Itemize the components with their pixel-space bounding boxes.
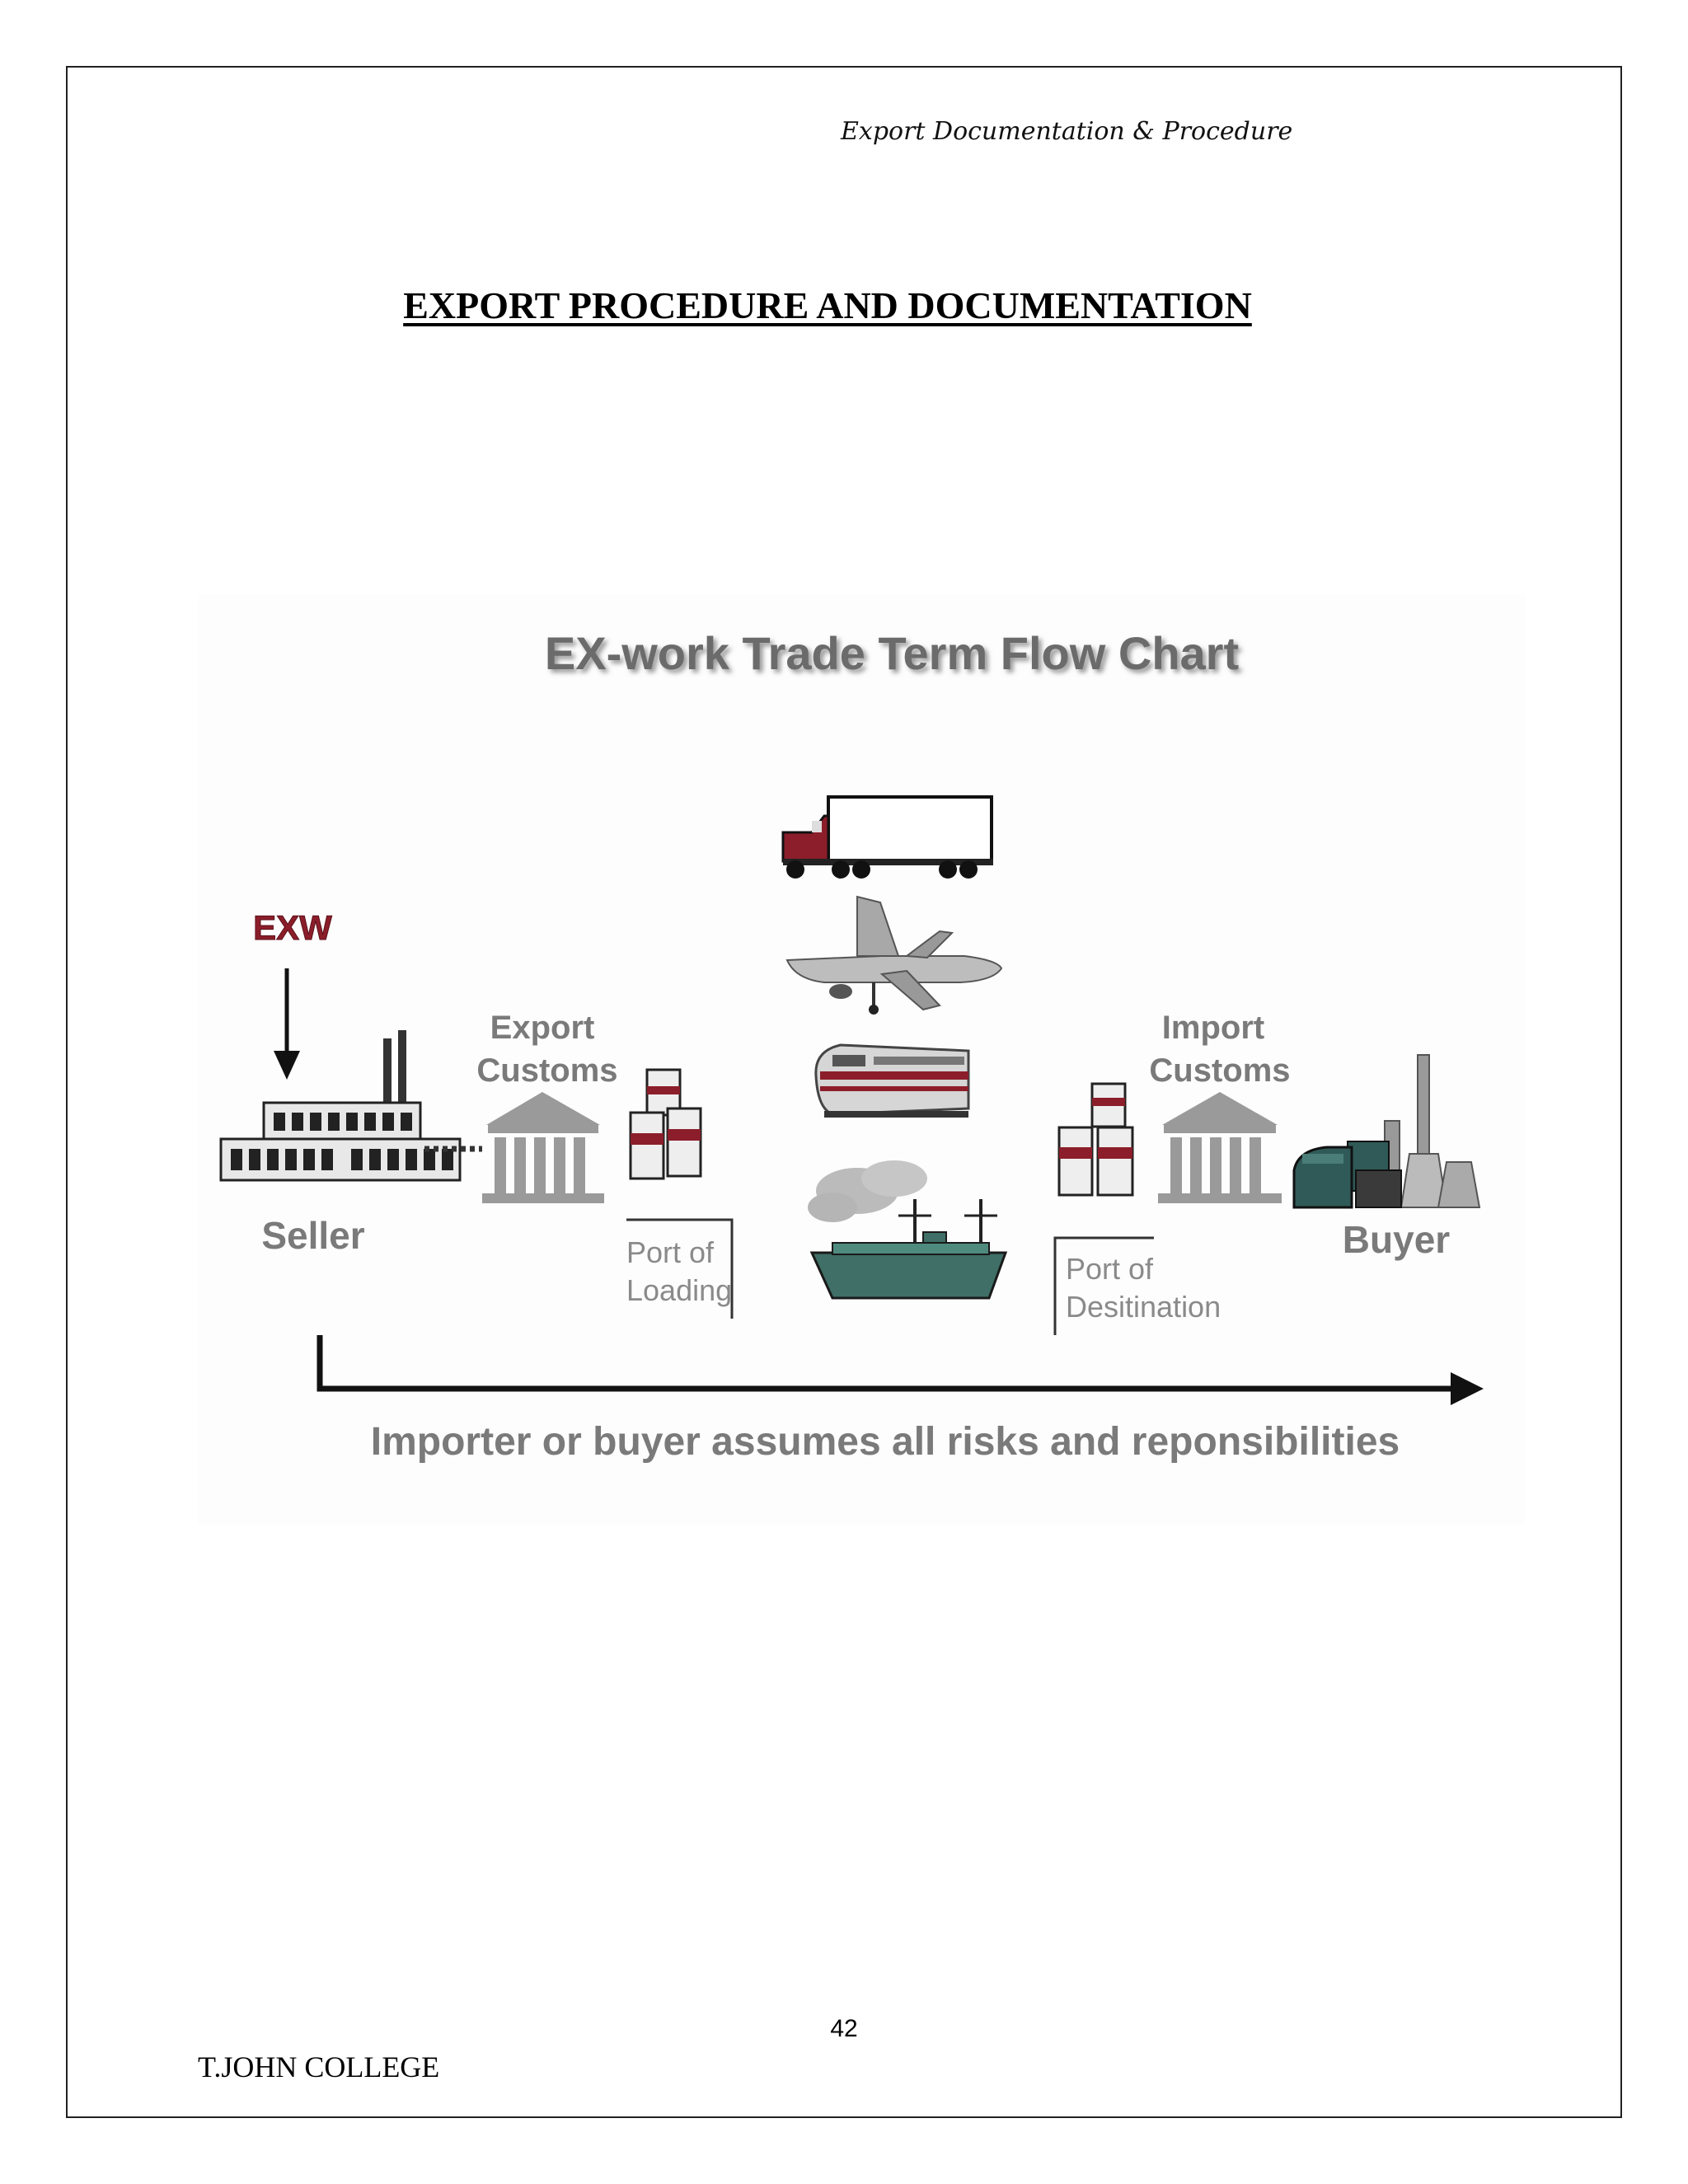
airplane-icon [785,895,1003,1015]
page-number: 42 [830,2015,858,2042]
page-border [66,66,1622,2118]
port-of-loading-label-line1: Port of [626,1235,715,1269]
buyer-label: Buyer [1343,1218,1450,1261]
exw-flow-chart-figure: EX-work Trade Term Flow Chart EX-work Tr… [198,593,1525,1525]
port-of-destination-label-line1: Port of [1066,1252,1154,1286]
document-title: EXPORT PROCEDURE AND DOCUMENTATION [403,284,1252,326]
customs-building-icon [482,1092,604,1203]
import-customs-building-icon [1158,1092,1282,1203]
risk-transfer-arrow [316,1335,1484,1405]
port-of-destination-bracket [1053,1236,1154,1335]
exw-flow-chart: EX-work Trade Term Flow Chart EX-work Tr… [219,627,1484,1464]
port-of-destination-label-line2: Desitination [1066,1290,1221,1324]
cargo-crates-icon [629,1068,702,1180]
train-icon [814,1043,970,1118]
export-customs-label-line1: Export [490,1010,595,1046]
port-of-loading-bracket [626,1218,734,1319]
college-name: T.JOHN COLLEGE [198,2050,440,2083]
factory-icon [219,1030,462,1182]
cargo-crates-destination-icon [1057,1082,1134,1197]
risk-caption: Importer or buyer assumes all risks and … [371,1420,1400,1464]
ship-icon [808,1160,1008,1300]
truck-icon [781,795,993,879]
port-of-loading-label-line2: Loading [626,1273,732,1307]
exw-down-arrow [274,968,300,1080]
import-customs-label-line2: Customs [1149,1052,1290,1089]
industrial-plant-icon [1292,1054,1481,1209]
import-customs-label-line1: Import [1162,1010,1264,1046]
figure-title: EX-work Trade Term Flow Chart [545,627,1239,679]
export-customs-label-line2: Customs [476,1052,617,1089]
running-header: Export Documentation & Procedure [841,117,1293,146]
seller-label: Seller [261,1214,364,1257]
figure-title-shadow: EX-work Trade Term Flow Chart [548,630,1242,682]
exw-label: EXW [253,908,332,947]
